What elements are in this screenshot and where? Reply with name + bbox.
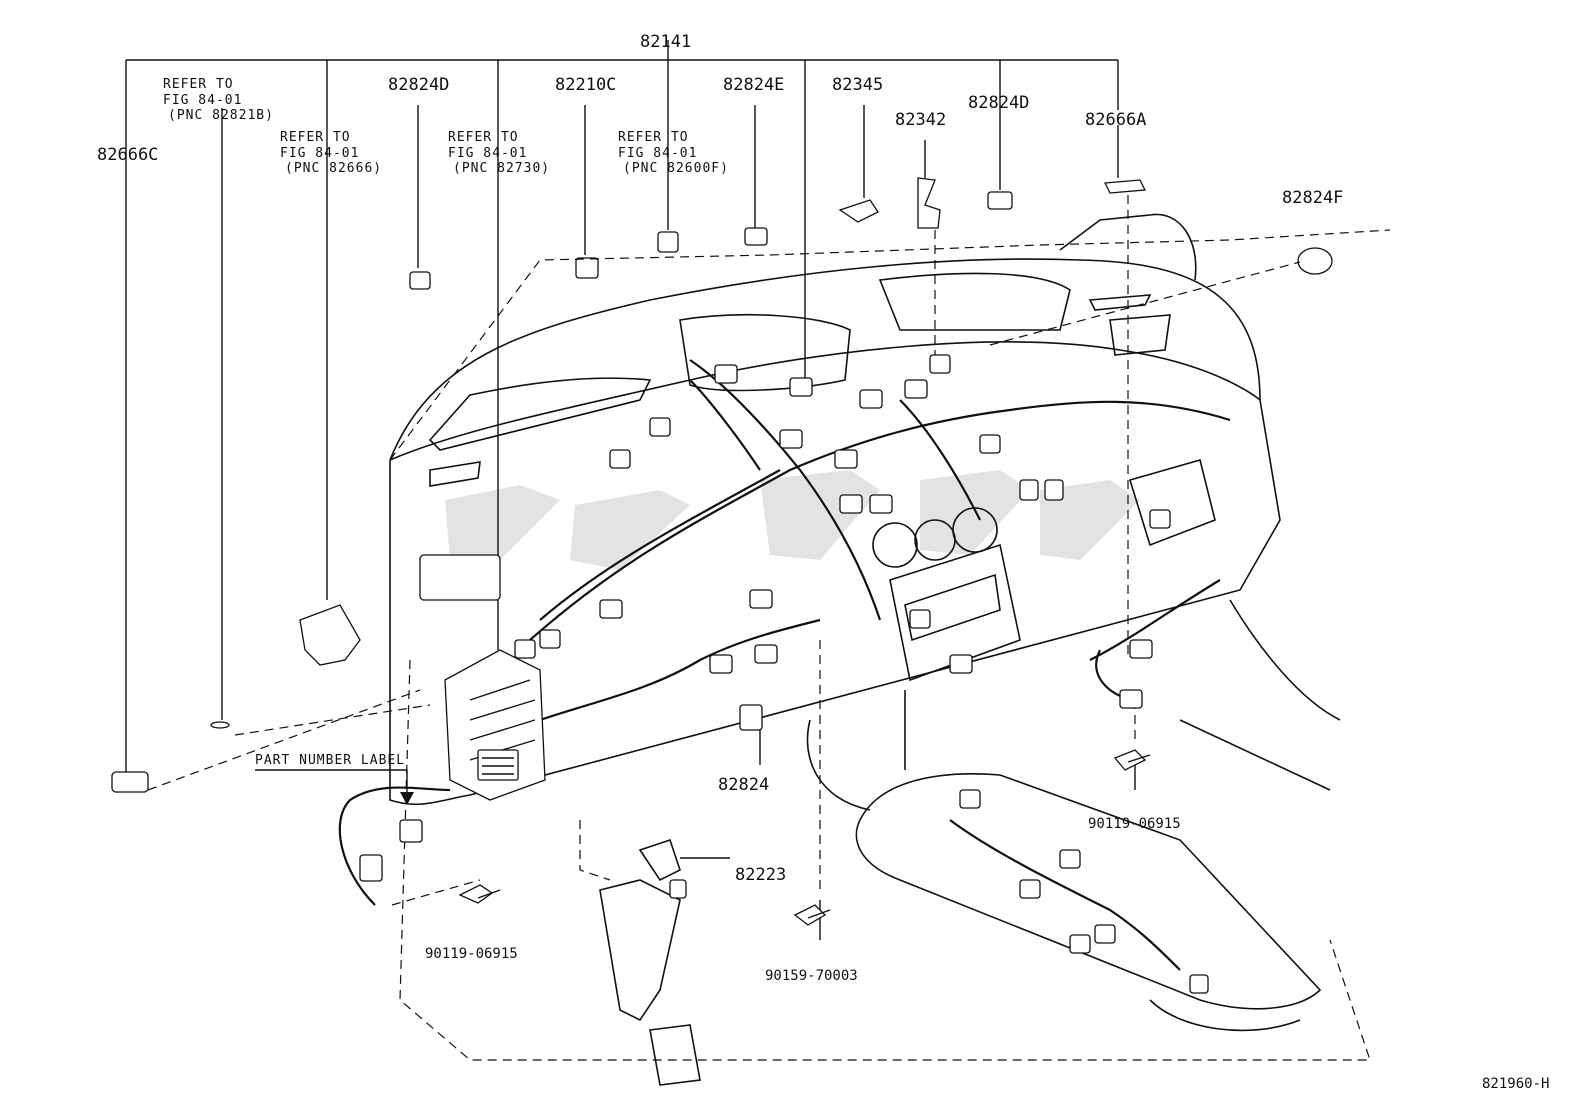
clip-82345 — [838, 199, 879, 223]
label-82824: 82824 — [718, 775, 769, 795]
connector-82666A — [1103, 179, 1147, 194]
wire-harness — [338, 359, 1231, 971]
refer-note-1: REFER TO FIG 84-01 (PNC 82821B) — [163, 77, 274, 123]
leader-82141 — [125, 40, 1119, 772]
label-82824E: 82824E — [723, 75, 784, 95]
svg-text:(PNC 82730): (PNC 82730) — [453, 161, 550, 176]
label-82666C: 82666C — [97, 145, 158, 165]
svg-text:REFER TO: REFER TO — [163, 77, 234, 92]
fasteners — [458, 749, 1151, 926]
svg-text:FIG 84-01: FIG 84-01 — [280, 146, 359, 161]
svg-text:FIG 84-01: FIG 84-01 — [618, 146, 697, 161]
label-82666A: 82666A — [1085, 110, 1146, 130]
svg-text:REFER TO: REFER TO — [448, 130, 519, 145]
label-82141: 82141 — [640, 32, 691, 52]
dashed-guides — [147, 195, 1391, 1061]
figure-id: 821960-H — [1482, 1076, 1549, 1092]
instrument-panel-outline — [389, 213, 1341, 1032]
svg-text:FIG 84-01: FIG 84-01 — [163, 93, 242, 108]
connector-82824F — [1297, 247, 1333, 275]
harness-connectors — [299, 354, 1209, 994]
refer-note-3: REFER TO FIG 84-01 (PNC 82730) — [448, 130, 550, 176]
label-82824D-left: 82824D — [388, 75, 449, 95]
label-82223: 82223 — [735, 865, 786, 885]
label-part-number: PART NUMBER LABEL — [255, 753, 405, 768]
pedal-bracket — [599, 838, 701, 1086]
connector-82824E — [744, 227, 768, 246]
part-number-label-callout — [255, 769, 414, 805]
svg-text:REFER TO: REFER TO — [280, 130, 351, 145]
refer-note-2: REFER TO FIG 84-01 (PNC 82666) — [280, 130, 382, 176]
connector-82824D-b — [987, 191, 1013, 210]
connector-parts — [111, 177, 1333, 793]
label-82342: 82342 — [895, 110, 946, 130]
svg-text:(PNC 82821B): (PNC 82821B) — [168, 108, 274, 123]
svg-text:(PNC 82600F): (PNC 82600F) — [623, 161, 729, 176]
harness-82342 — [917, 177, 941, 229]
connector-82600F — [657, 231, 679, 253]
label-82824F: 82824F — [1282, 188, 1343, 208]
tie-82821B — [210, 721, 230, 729]
junction-block — [444, 649, 546, 801]
label-82345: 82345 — [832, 75, 883, 95]
label-82824D-right: 82824D — [968, 93, 1029, 113]
svg-text:FIG 84-01: FIG 84-01 — [448, 146, 527, 161]
label-screw: 90159-70003 — [765, 968, 858, 984]
bolt-right-icon — [1113, 749, 1147, 771]
svg-text:REFER TO: REFER TO — [618, 130, 689, 145]
svg-text:(PNC 82666): (PNC 82666) — [285, 161, 382, 176]
connector-82210C — [575, 257, 599, 279]
leader-lines — [221, 60, 1136, 940]
label-bolt-left: 90119-06915 — [425, 946, 518, 962]
label-82210C: 82210C — [555, 75, 616, 95]
refer-note-4: REFER TO FIG 84-01 (PNC 82600F) — [618, 130, 729, 176]
connector-82824D-a — [409, 271, 431, 290]
label-82666C — [111, 771, 149, 793]
label-bolt-right: 90119-06915 — [1088, 816, 1181, 832]
screw-icon — [793, 904, 827, 926]
